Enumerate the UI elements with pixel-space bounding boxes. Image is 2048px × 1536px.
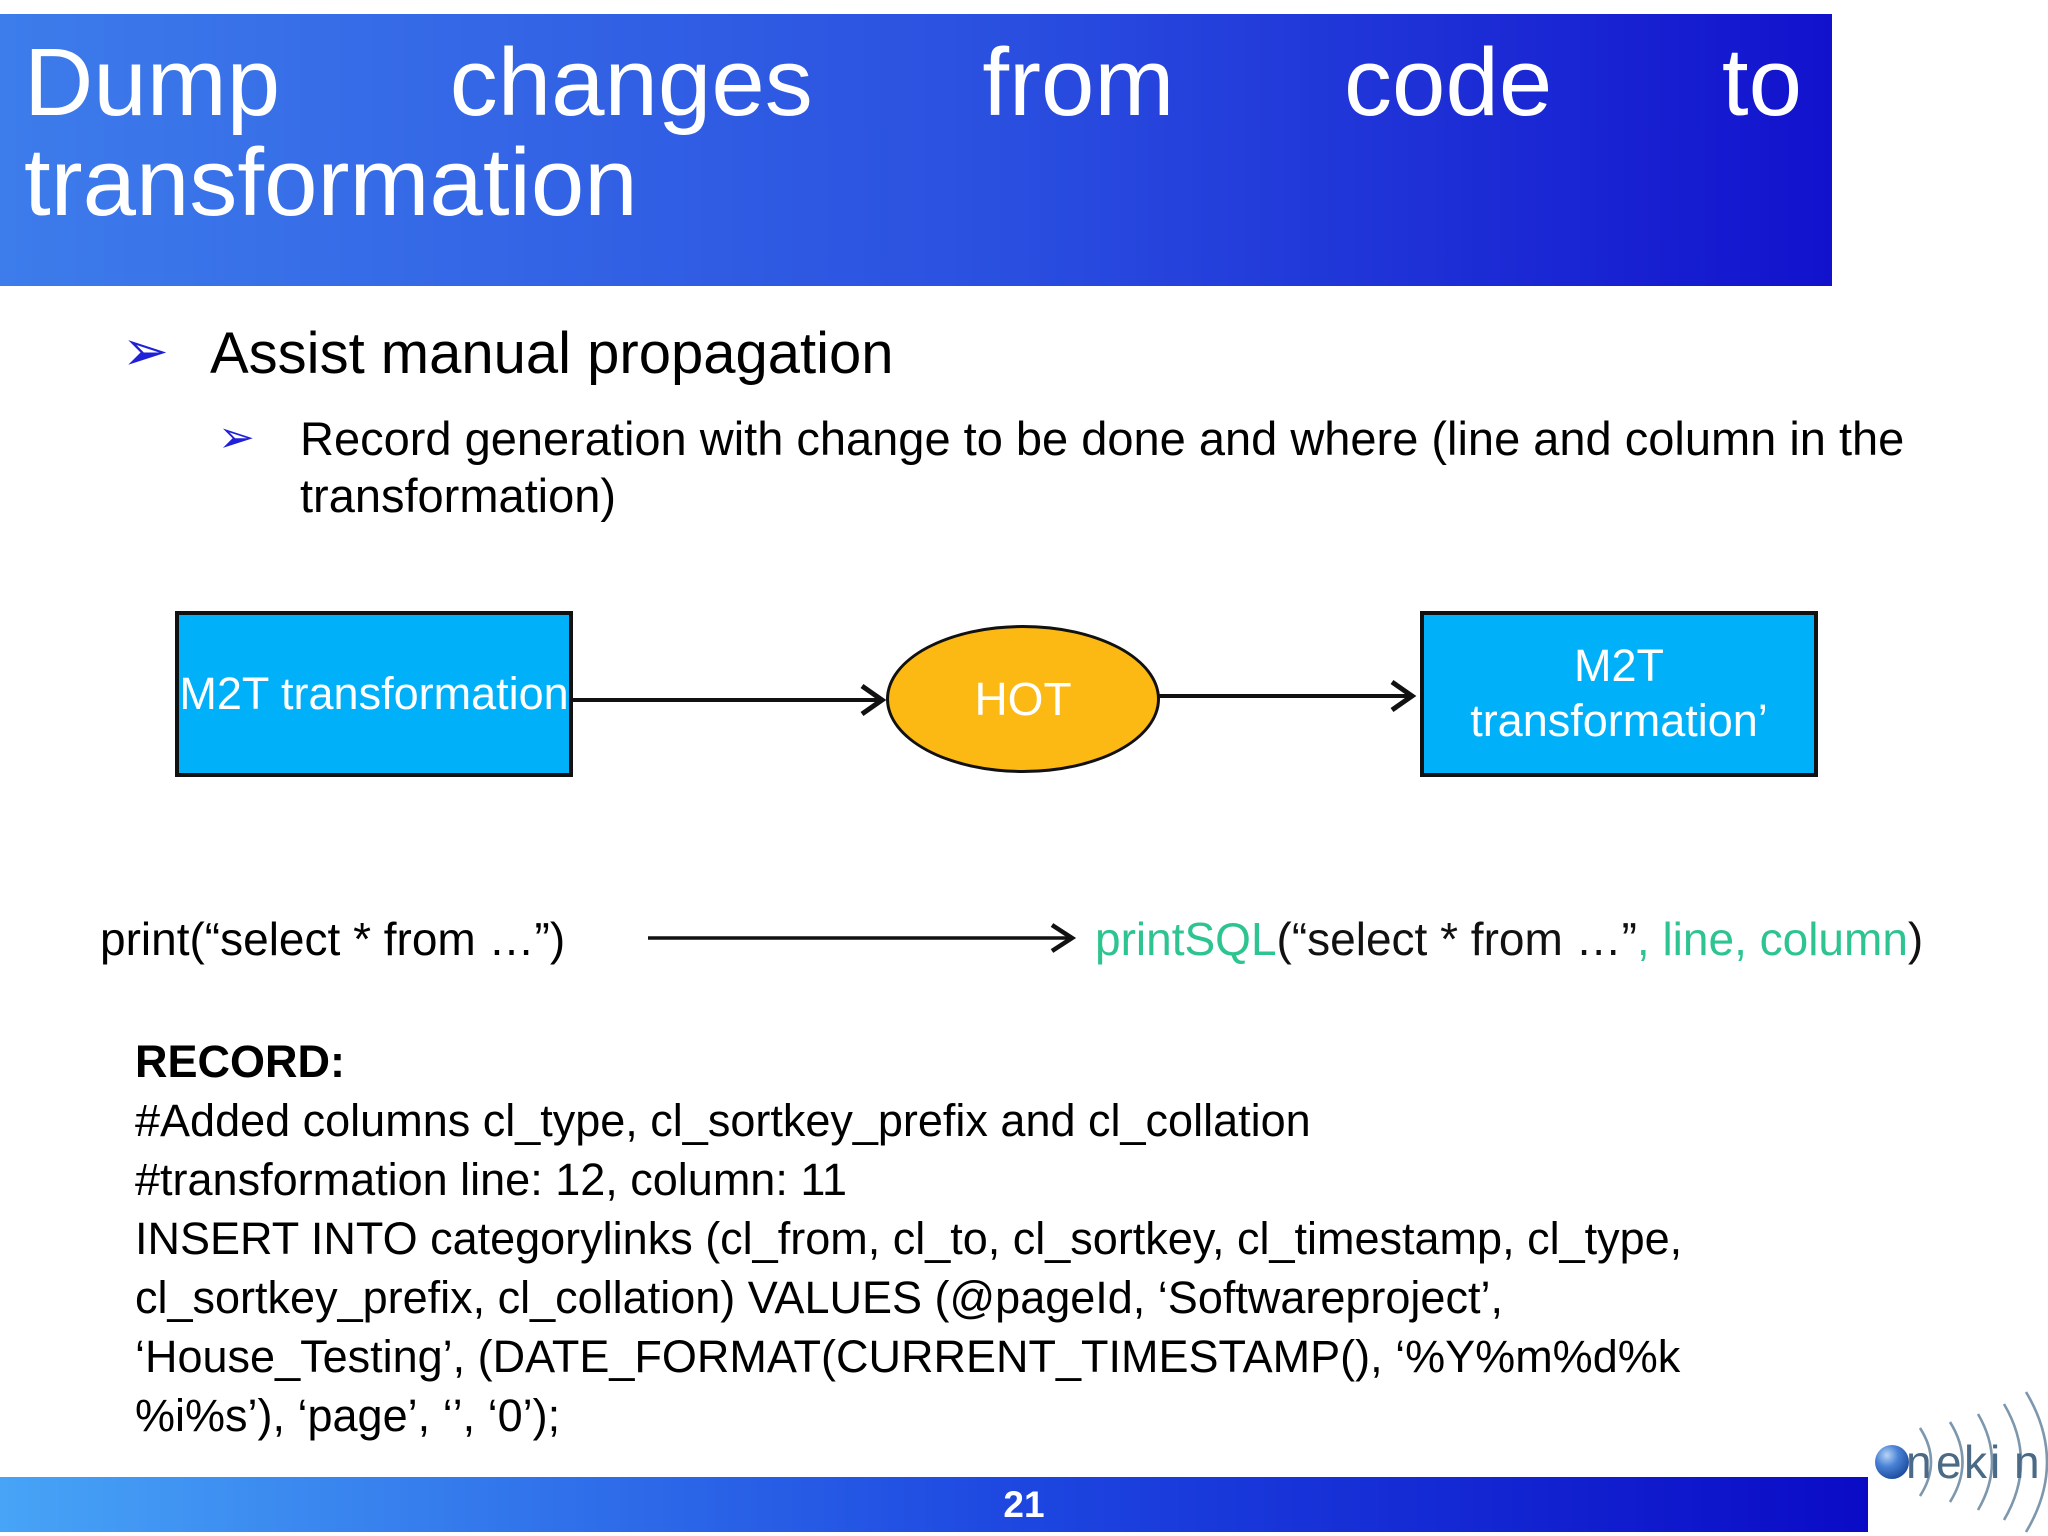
title-word: changes <box>449 29 813 136</box>
code-args-black: (“select * from …” <box>1276 913 1637 965</box>
logo-letter: i <box>1990 1436 2000 1488</box>
record-line: #Added columns cl_type, cl_sortkey_prefi… <box>135 1095 1311 1146</box>
page-title-line2: transformation <box>24 128 638 236</box>
page-number: 21 <box>1003 1484 1045 1525</box>
record-line: #transformation line: 12, column: 11 <box>135 1154 848 1205</box>
arrow-right-icon <box>570 683 887 717</box>
record-line: INSERT INTO categorylinks (cl_from, cl_t… <box>135 1213 1683 1264</box>
diagram-box-m2t-transformation-prime: M2T transformation’ <box>1420 611 1818 777</box>
bullet-level1-text: Assist manual propagation <box>210 321 894 386</box>
diagram-ellipse-hot: HOT <box>886 625 1160 773</box>
logo-letter: n <box>1906 1436 1932 1488</box>
page-title-line1: Dump changes from code to <box>0 14 1832 132</box>
record-line: cl_sortkey_prefix, cl_collation) VALUES … <box>135 1272 1503 1323</box>
bullet-arrow-icon: ➢ <box>122 319 169 382</box>
diagram-box-m2t-transformation: M2T transformation <box>175 611 573 777</box>
title-word: to <box>1721 29 1802 136</box>
title-word: from <box>982 29 1175 136</box>
record-line: %i%s’), ‘page’, ‘’, ‘0’); <box>135 1390 561 1441</box>
diagram-box-label: M2T transformation’ <box>1470 640 1768 746</box>
record-title: RECORD: <box>135 1036 345 1087</box>
title-word: Dump <box>24 29 281 136</box>
onekin-logo: n e k i n <box>1875 1391 2048 1533</box>
code-close-paren: ) <box>1907 913 1924 965</box>
diagram-ellipse-label: HOT <box>974 673 1072 725</box>
logo-letter: e <box>1936 1436 1962 1488</box>
logo-letter: k <box>1964 1436 1988 1488</box>
logo-letter: n <box>2014 1436 2040 1488</box>
bullet-level2-text: Record generation with change to be done… <box>300 412 1905 523</box>
title-banner: Dump changes from code to transformation <box>0 14 1832 286</box>
arrow-right-icon <box>648 923 1077 953</box>
arrow-right-icon <box>1158 679 1417 713</box>
bullet-arrow-icon: ➢ <box>218 413 255 462</box>
logo-sphere-icon <box>1875 1445 1909 1479</box>
code-after-text: printSQL(“select * from …”, line, column… <box>1095 912 1923 966</box>
diagram-box-label: M2T transformation <box>179 667 569 719</box>
code-fn-name: printSQL <box>1095 913 1277 965</box>
title-word: code <box>1344 29 1553 136</box>
code-before-text: print(“select * from …”) <box>100 913 566 965</box>
code-args-green: , line, column <box>1636 913 1908 965</box>
record-block: RECORD: #Added columns cl_type, cl_sortk… <box>135 1032 2015 1445</box>
footer-bar <box>0 1477 1868 1532</box>
record-line: ‘House_Testing’, (DATE_FORMAT(CURRENT_TI… <box>135 1331 1681 1382</box>
